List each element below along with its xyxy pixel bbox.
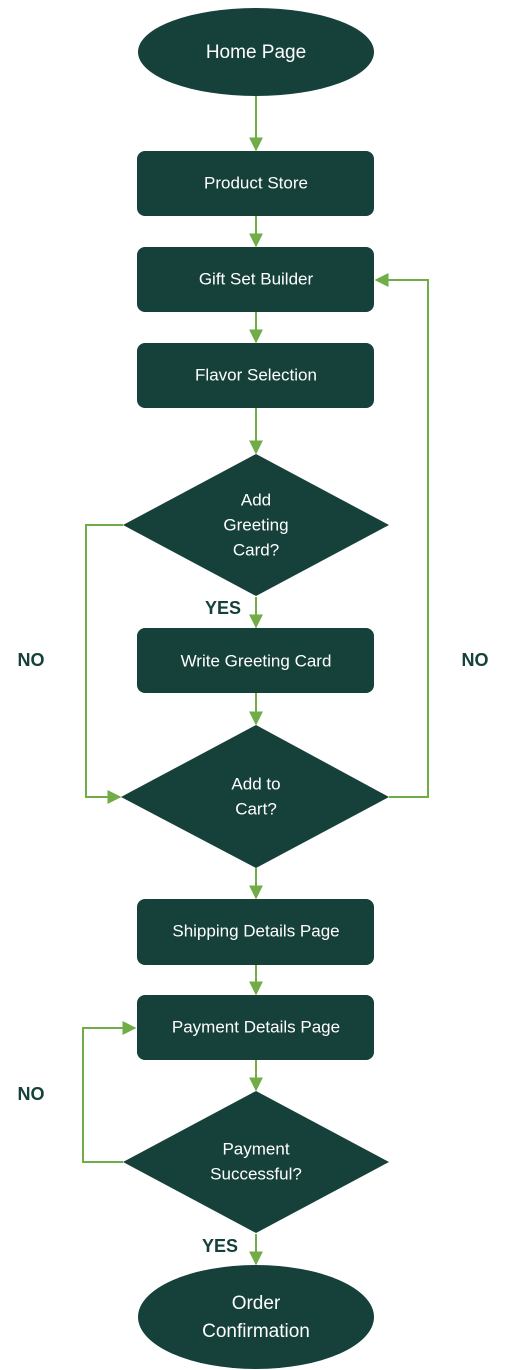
node-flavor-selection: Flavor Selection xyxy=(137,343,374,408)
decision-add-to-cart-line-2: Cart? xyxy=(235,799,277,818)
node-shipping-details-label: Shipping Details Page xyxy=(172,921,339,940)
node-shipping-details-page: Shipping Details Page xyxy=(137,899,374,965)
node-product-store-label: Product Store xyxy=(204,173,308,192)
decision-add-greeting-card-line-3: Card? xyxy=(233,540,279,559)
edge-label-greeting-no: NO xyxy=(18,650,45,670)
node-order-confirmation: Order Confirmation xyxy=(138,1265,374,1369)
node-product-store: Product Store xyxy=(137,151,374,216)
node-payment-details-label: Payment Details Page xyxy=(172,1017,340,1036)
node-order-confirmation-line-2: Confirmation xyxy=(202,1321,310,1342)
connector-payment-no-to-payment-details xyxy=(82,1021,137,1163)
node-write-greeting-card-label: Write Greeting Card xyxy=(181,651,332,670)
connector-greeting-no-to-cart-decision xyxy=(85,524,123,804)
decision-payment-successful-line-2: Successful? xyxy=(210,1164,302,1183)
node-home-page: Home Page xyxy=(138,8,374,96)
node-payment-details-page: Payment Details Page xyxy=(137,995,374,1060)
node-flavor-selection-label: Flavor Selection xyxy=(195,365,317,384)
decision-add-to-cart: Add to Cart? xyxy=(121,725,389,868)
decision-add-to-cart-line-1: Add to xyxy=(231,774,280,793)
decision-payment-successful: Payment Successful? xyxy=(123,1091,389,1233)
edge-label-cart-no: NO xyxy=(462,650,489,670)
decision-add-greeting-card-line-2: Greeting xyxy=(223,515,288,534)
edge-label-greeting-yes: YES xyxy=(205,598,241,618)
decision-add-greeting-card-line-1: Add xyxy=(241,490,271,509)
edge-label-payment-no: NO xyxy=(18,1084,45,1104)
node-gift-set-builder-label: Gift Set Builder xyxy=(199,269,314,288)
connector-cart-no-to-gift-set-builder xyxy=(374,273,429,798)
node-home-page-label: Home Page xyxy=(206,42,306,63)
connectors xyxy=(82,96,429,1266)
decision-payment-successful-line-1: Payment xyxy=(222,1139,289,1158)
node-gift-set-builder: Gift Set Builder xyxy=(137,247,374,312)
edge-label-payment-yes: YES xyxy=(202,1236,238,1256)
decision-add-greeting-card: Add Greeting Card? xyxy=(123,454,389,596)
node-write-greeting-card: Write Greeting Card xyxy=(137,628,374,693)
node-order-confirmation-line-1: Order xyxy=(232,1293,281,1314)
edge-labels: YES NO NO NO YES xyxy=(18,598,489,1256)
